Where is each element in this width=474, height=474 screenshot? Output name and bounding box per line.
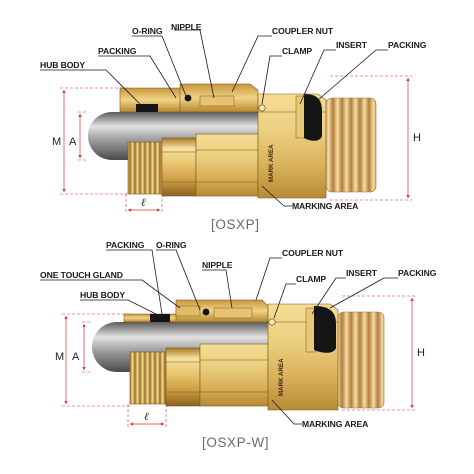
label-coupler-nut: COUPLER NUT (272, 26, 334, 36)
nipple-ring (199, 95, 235, 107)
nipple-ring (213, 307, 253, 319)
packing-right-seal (304, 94, 322, 141)
label-one-touch-gland: ONE TOUCH GLAND (40, 270, 123, 280)
dim-m-label: M (52, 136, 61, 148)
label-clamp: CLAMP (282, 46, 312, 56)
hub-body-thread (127, 141, 163, 195)
hub-body-thread (129, 351, 167, 405)
flexible-conduit (338, 312, 384, 408)
o-ring-dot (202, 308, 210, 316)
label-packing-left: PACKING (98, 46, 137, 56)
dim-m-label: M (55, 351, 64, 363)
label-insert: INSERT (346, 268, 378, 278)
packing-left-seal (150, 314, 170, 322)
insert (305, 307, 317, 353)
flexible-conduit (326, 98, 376, 192)
label-marking-area: MARKING AREA (302, 419, 368, 429)
clamp-screw (258, 104, 266, 112)
caption-osxp-w: [OSXP-W] (202, 435, 269, 450)
packing-left-seal (136, 104, 158, 112)
dim-l-label: ℓ (141, 196, 146, 209)
one-touch-ring (175, 305, 201, 317)
mark-area-text: MARK AREA (278, 358, 285, 396)
coupler-hex (195, 133, 259, 197)
o-ring-dot (184, 94, 192, 102)
hub-hex (165, 347, 201, 407)
label-o-ring: O-RING (156, 240, 187, 250)
label-hub-body: HUB BODY (40, 60, 85, 70)
coupler-hex (199, 343, 269, 407)
dim-a-label: A (72, 351, 80, 363)
dim-l-label: ℓ (144, 410, 149, 423)
label-packing-right: PACKING (388, 40, 427, 50)
label-nipple: NIPPLE (171, 22, 202, 32)
label-packing-left: PACKING (106, 240, 145, 250)
label-o-ring: O-RING (132, 26, 163, 36)
label-marking-area: MARKING AREA (292, 201, 358, 211)
dim-h-label: H (413, 132, 421, 144)
label-packing-right: PACKING (398, 268, 437, 278)
label-nipple: NIPPLE (202, 260, 233, 270)
caption-osxp: [OSXP] (211, 217, 260, 232)
dim-a-label: A (69, 136, 77, 148)
osxp-w-diagram: MARK AREA M A H ℓ PACKING O-RING ONE TOU… (40, 240, 437, 450)
mark-area-text: MARK AREA (268, 144, 275, 182)
clamp-screw (268, 318, 276, 326)
label-insert: INSERT (336, 40, 368, 50)
label-clamp: CLAMP (296, 274, 326, 284)
dim-h-label: H (417, 347, 425, 359)
hub-hex (161, 137, 197, 197)
label-coupler-nut: COUPLER NUT (282, 248, 344, 258)
packing-right-seal (314, 306, 336, 353)
label-hub-body: HUB BODY (80, 290, 125, 300)
osxp-diagram: MARK AREA M A H ℓ HUB BODY PACKING O-RIN… (40, 22, 427, 232)
